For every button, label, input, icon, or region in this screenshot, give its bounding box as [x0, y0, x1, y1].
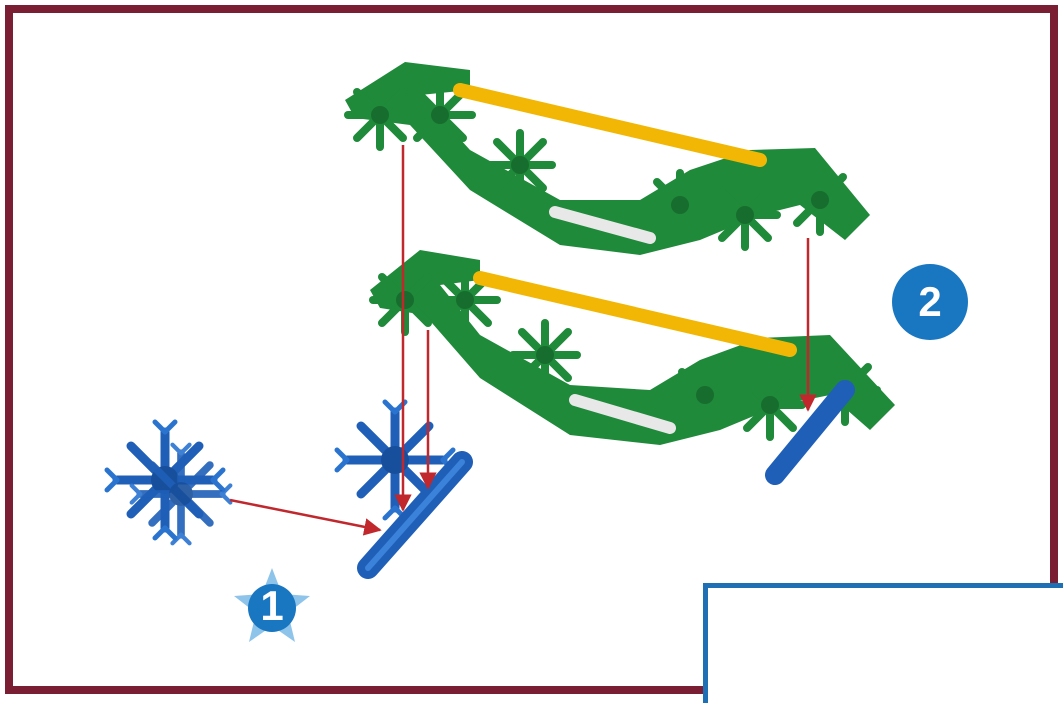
step-1-badge: 1 — [232, 566, 312, 646]
inset-panel — [703, 583, 1063, 703]
blue-connector-icon — [337, 402, 462, 568]
step-number: 2 — [918, 281, 941, 323]
step-2-badge: 2 — [890, 262, 970, 342]
step-number: 1 — [260, 585, 283, 627]
blue-connector-icon — [107, 422, 230, 543]
